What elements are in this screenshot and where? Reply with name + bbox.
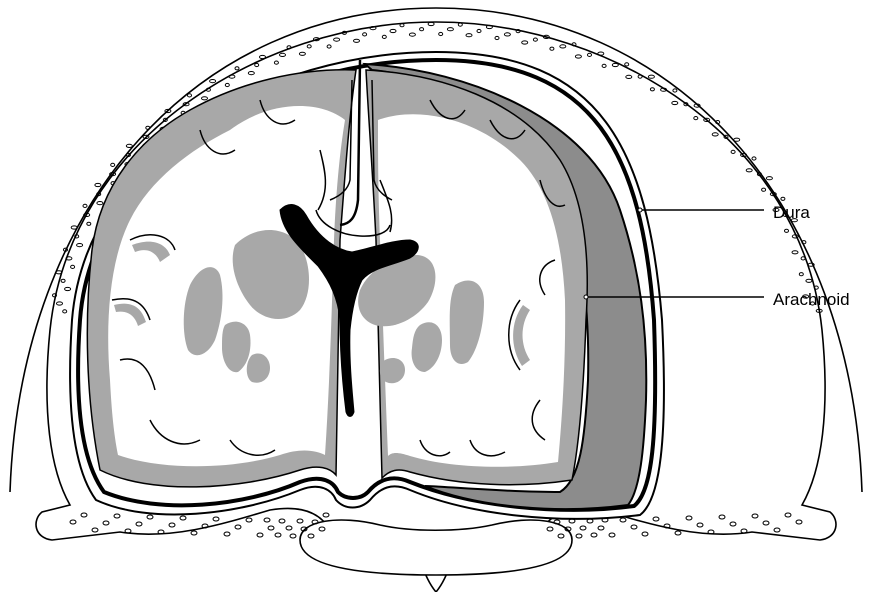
diploe-dot (191, 531, 197, 535)
diploe-dot (297, 519, 303, 523)
diploe-dot (609, 533, 615, 537)
diploe-dot (286, 526, 292, 530)
diploe-dot (591, 533, 597, 537)
diploe-dot (766, 177, 772, 180)
diploe-dot (95, 183, 101, 186)
diploe-dot (781, 197, 785, 200)
diploe-dot (264, 518, 270, 522)
arachnoid-label: Arachnoid (773, 291, 850, 308)
diploe-dot (598, 52, 604, 55)
diploe-dot (260, 55, 266, 58)
diploe-dot (287, 46, 291, 49)
diploe-dot (188, 94, 192, 97)
diploe-dot (620, 518, 626, 522)
diploe-dot (290, 534, 296, 538)
diploe-dot (235, 67, 239, 70)
diploe-dot (625, 63, 629, 66)
diploe-dot (111, 163, 115, 166)
diploe-dot (71, 226, 77, 229)
diploe-dot (673, 89, 677, 92)
diploe-dot (257, 533, 263, 537)
arachnoid-pointer-dot (584, 295, 588, 299)
dura-pointer-dot (638, 208, 642, 212)
diploe-dot (580, 526, 586, 530)
diploe-dot (734, 138, 740, 141)
diploe-dot (210, 80, 216, 83)
dura-label: Dura (773, 204, 810, 221)
diploe-dot (675, 531, 681, 535)
diploe-dot (268, 526, 274, 530)
diploe-dot (576, 534, 582, 538)
diploe-dot (279, 519, 285, 523)
diploe-dot (235, 525, 241, 529)
diploe-dot (642, 532, 648, 536)
diploe-dot (752, 157, 756, 160)
diploe-dot (631, 525, 637, 529)
diploe-dot (224, 532, 230, 536)
diploe-dot (648, 75, 654, 78)
diploe-dot (275, 533, 281, 537)
diploe-dot (83, 204, 87, 207)
diploe-dot (246, 518, 252, 522)
diploe-dot (598, 526, 604, 530)
diploe-dot (126, 144, 132, 147)
